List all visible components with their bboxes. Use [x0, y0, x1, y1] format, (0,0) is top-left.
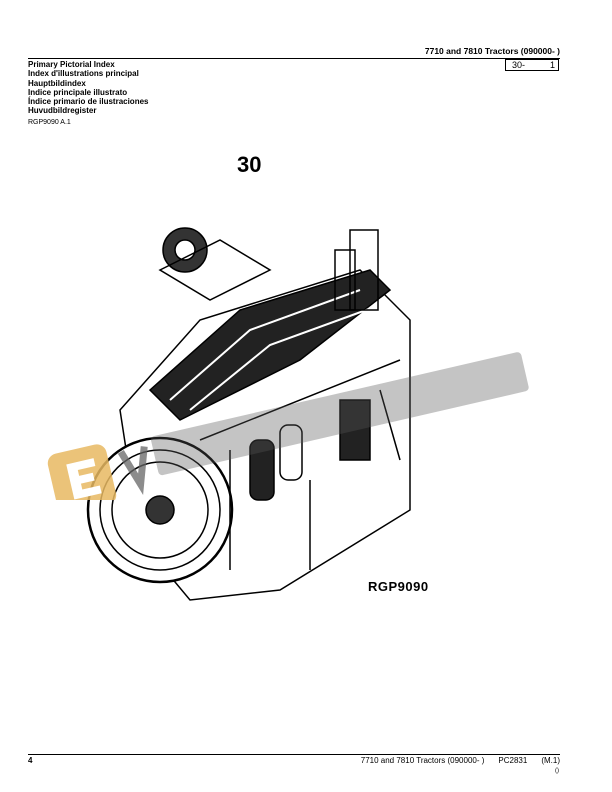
title-es: Índice primario de ilustraciones: [28, 97, 149, 107]
page-ref-section: 30-: [512, 60, 526, 70]
footer-rev: (M.1): [541, 756, 560, 765]
header-title: 7710 and 7810 Tractors (090000- ): [424, 46, 560, 56]
footer-sub: (): [555, 768, 559, 774]
footer-code: PC2831: [498, 756, 528, 765]
section-number: 30: [237, 152, 262, 177]
page-ref-page: 1: [549, 60, 555, 70]
footer-rule: [28, 754, 560, 755]
header-rule: [28, 58, 560, 59]
title-it: Indice principale illustrato: [28, 87, 128, 97]
figure-label: RGP9090: [368, 579, 429, 594]
engine-illustration: [86, 227, 411, 601]
page-number: 4: [28, 756, 33, 765]
footer-title: 7710 and 7810 Tractors (090000- ): [360, 756, 485, 765]
watermark: [47, 352, 529, 500]
title-fr: Index d'illustrations principal: [28, 69, 139, 79]
title-sv: Huvudbildregister: [28, 106, 97, 116]
page-reference-box: 30- 1: [505, 59, 559, 71]
footer: 7710 and 7810 Tractors (090000- ) PC2831 (…: [347, 756, 560, 765]
figure-reference: RGP9090 A.1: [28, 119, 71, 126]
title-de: Hauptbildindex: [28, 78, 86, 88]
index-titles: Primary Pictorial Index Index d'illustra…: [28, 60, 148, 116]
title-en: Primary Pictorial Index: [28, 60, 115, 69]
